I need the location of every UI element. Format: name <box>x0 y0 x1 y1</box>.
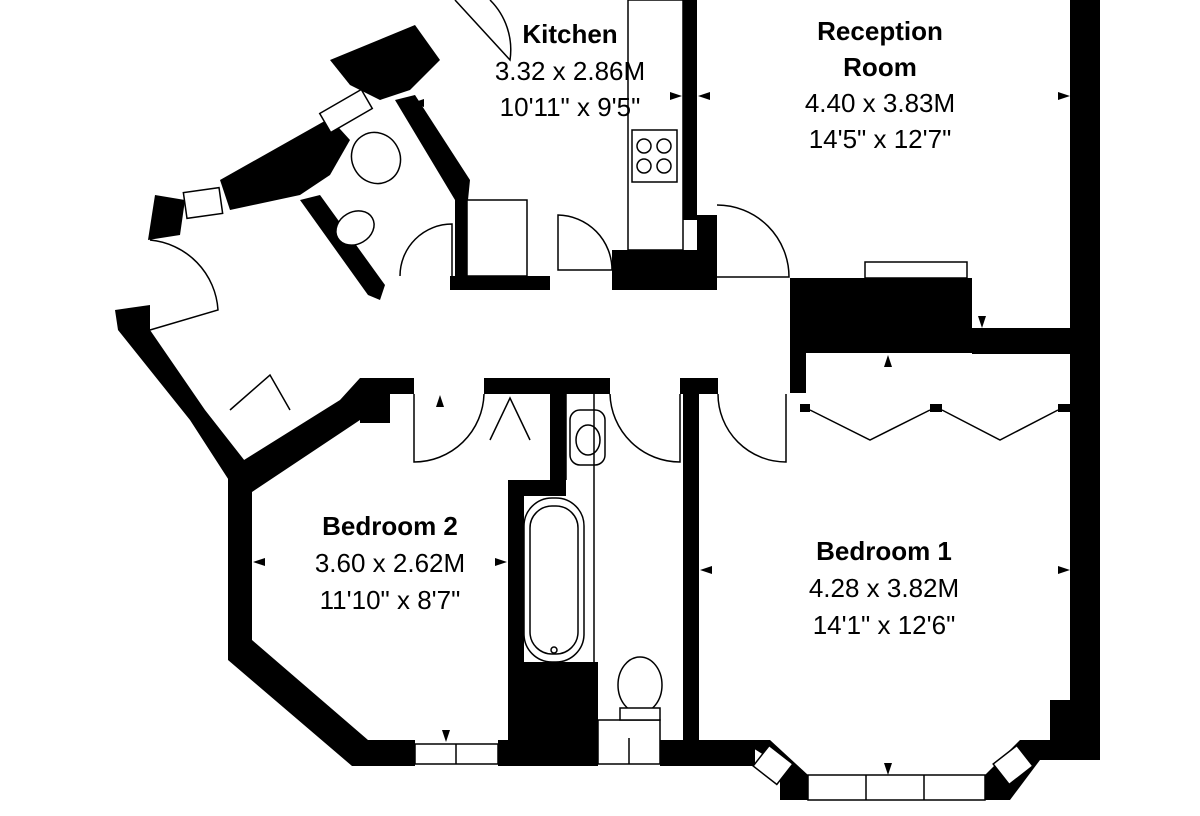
closet <box>466 199 528 277</box>
wc-basin <box>335 210 375 246</box>
outer-wall-bedroom2 <box>228 490 415 766</box>
wall-bottom-bed1-left <box>660 740 755 766</box>
reception-imperial: 14'5" x 12'7" <box>809 124 952 154</box>
wall-bottom-right <box>1040 740 1100 760</box>
wall-bedroom2-top <box>228 378 360 492</box>
wall-kitchen-stub <box>697 215 717 290</box>
bay-wall-left <box>740 740 808 800</box>
bedroom1-metric: 4.28 x 3.82M <box>809 573 959 603</box>
wc-toilet <box>350 131 402 185</box>
door-storage <box>229 373 291 411</box>
kitchen-metric: 3.32 x 2.86M <box>495 56 645 86</box>
wardrobe-door-2 <box>941 409 1059 441</box>
arrow-kitchen-left <box>412 99 424 107</box>
wall-wardrobe-left <box>790 353 806 393</box>
door-cupboard <box>557 214 613 271</box>
wall-kitchen-reception <box>683 0 697 220</box>
wall-bedroom1-left <box>683 390 699 740</box>
hob-ring-2 <box>656 138 672 154</box>
door-bedroom1 <box>717 393 787 463</box>
wc-cistern <box>318 88 374 134</box>
kitchen-imperial: 10'11" x 9'5" <box>500 92 641 122</box>
bay-window-centre <box>807 774 986 801</box>
room-labels: Kitchen 3.32 x 2.86M 10'11" x 9'5" Recep… <box>315 16 959 640</box>
fireplace-hearth <box>864 261 968 279</box>
kitchen-counter <box>627 0 684 251</box>
arrow-bedroom1-top <box>884 355 892 367</box>
wardrobe-post-1 <box>800 404 810 412</box>
door-entrance <box>149 239 219 331</box>
wall-bottom-mid <box>498 740 598 766</box>
arrow-bedroom2-top <box>436 395 444 407</box>
door-kitchen <box>454 0 512 62</box>
outer-wall-left <box>115 305 252 485</box>
reception-metric: 4.40 x 3.83M <box>805 88 955 118</box>
hob <box>631 129 678 183</box>
dimension-arrows <box>253 92 1070 775</box>
bay-window-right <box>992 744 1034 786</box>
bay-window-left <box>752 744 794 786</box>
arrow-bedroom2-left <box>253 558 265 566</box>
arrow-bedroom2-bottom <box>442 730 450 742</box>
wall-corridor-bottom-2 <box>484 378 610 394</box>
arrow-bedroom2-right <box>495 558 507 566</box>
wall-top-left-corner <box>330 25 440 100</box>
door-reception <box>716 204 790 278</box>
arrow-bedroom1-right <box>1058 566 1070 574</box>
window-entrance <box>182 186 224 220</box>
bathroom-toilet <box>617 656 663 714</box>
wall-entrance-top <box>148 195 185 240</box>
arrow-bedroom1-left <box>700 566 712 574</box>
bathtub-inner <box>529 505 579 655</box>
arrow-bedroom1-bottom <box>884 763 892 775</box>
wall-closet-left <box>455 195 467 290</box>
kitchen-name: Kitchen <box>522 19 617 49</box>
doors <box>149 0 1059 463</box>
bath-drain <box>550 646 558 654</box>
wall-bathroom-left-upper <box>550 392 566 492</box>
wall-wc-bottom <box>300 195 385 300</box>
fixtures <box>318 0 684 721</box>
bedroom2-imperial: 11'10" x 8'7" <box>320 585 461 615</box>
arrow-reception-left <box>698 92 710 100</box>
door-wc <box>399 223 453 277</box>
door-bedroom2 <box>413 393 485 463</box>
arrow-kitchen-right <box>670 92 682 100</box>
hob-ring-4 <box>656 158 672 174</box>
reception-name-line2: Room <box>843 52 917 82</box>
bathroom-basin-bowl <box>575 424 601 456</box>
wardrobe-post-2 <box>930 404 942 412</box>
wall-wc-right <box>395 95 470 200</box>
windows <box>182 186 1034 801</box>
bedroom2-metric: 3.60 x 2.62M <box>315 548 465 578</box>
bedroom1-name: Bedroom 1 <box>816 536 952 566</box>
door-bathroom <box>609 393 681 463</box>
door-linen <box>489 396 531 441</box>
hob-ring-3 <box>636 158 652 174</box>
wall-reception-bottom <box>972 328 1100 354</box>
arrow-reception-right <box>1058 92 1070 100</box>
bedroom2-name: Bedroom 2 <box>322 511 458 541</box>
bathroom-cistern <box>619 707 661 721</box>
wall-wc-outer <box>220 118 350 210</box>
wardrobe-door-1 <box>809 409 931 441</box>
wardrobe-post-3 <box>1058 404 1070 412</box>
chimney-breast <box>790 278 972 353</box>
reception-name-line1: Reception <box>817 16 943 46</box>
arrow-reception-bottom <box>978 316 986 328</box>
wall-closet-bottom <box>450 276 550 290</box>
wall-corridor-corner <box>360 378 390 423</box>
hob-ring-1 <box>636 138 652 154</box>
bedroom1-imperial: 14'1" x 12'6" <box>813 610 956 640</box>
outer-wall-right <box>1070 0 1100 760</box>
